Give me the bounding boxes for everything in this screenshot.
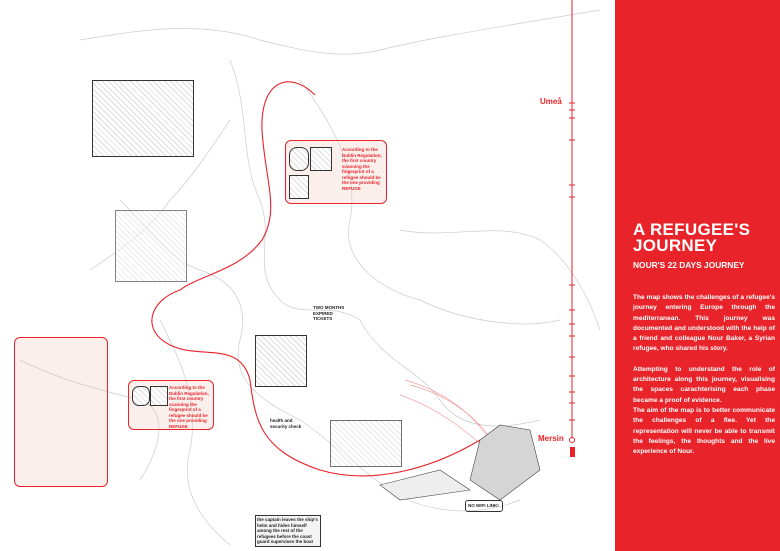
fingerprint-image: [132, 386, 150, 406]
building-image: [310, 147, 332, 171]
dublin-callout-west: According to the Dublin Regulation, the …: [128, 380, 214, 430]
health-note: health and security check: [270, 418, 302, 429]
building-image: [289, 175, 309, 199]
building-sketch-umea: [92, 80, 194, 157]
building-sketch-south: [330, 420, 402, 467]
axonometric-panel: [14, 337, 108, 487]
ship-sketch: [379, 469, 471, 501]
paragraph: The map shows the challenges of a refuge…: [633, 294, 775, 353]
wifi-note: NO WIFI LINK!: [465, 500, 503, 512]
captain-note: the captain leaves the ship's helm and h…: [255, 515, 321, 547]
subtitle: NOUR'S 22 DAYS JOURNEY: [633, 260, 745, 270]
port-sketch: [469, 424, 541, 501]
dublin-callout-north: According to the Dublin Regulation, the …: [285, 140, 387, 204]
building-image: [150, 386, 168, 406]
title-line-2: JOURNEY: [633, 236, 718, 255]
route-line: [151, 81, 481, 477]
paragraph: The aim of the map is to better communic…: [633, 406, 775, 456]
title-line-1: A REFUGEE'S: [633, 220, 751, 239]
fingerprint-image: [289, 147, 309, 171]
europe-map: [19, 0, 601, 546]
interior-sketch: [115, 210, 187, 282]
timeline-end-label: Mersin: [538, 434, 564, 443]
paragraph: Attempting to understand the role of arc…: [633, 365, 775, 404]
timeline-start-label: Umeå: [540, 97, 562, 106]
tickets-note: TWO MONTHS EXPIRED TICKETS: [313, 305, 345, 321]
timeline-ticks: [569, 102, 575, 421]
sea-routes: [399, 379, 496, 449]
station-sketch: [255, 335, 307, 387]
dublin-note: According to the Dublin Regulation, the …: [169, 385, 209, 429]
refugee-figure: [570, 447, 575, 457]
description: The map shows the challenges of a refuge…: [633, 293, 775, 467]
dublin-note: According to the Dublin Regulation, the …: [342, 147, 382, 191]
